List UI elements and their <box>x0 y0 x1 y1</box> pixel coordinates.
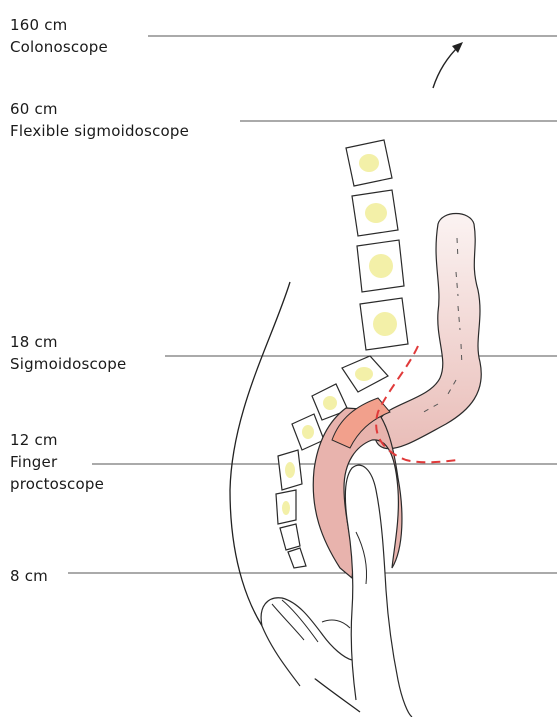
examining-hand <box>261 598 352 686</box>
hand-fold <box>322 620 350 628</box>
coccyx-3 <box>288 548 306 568</box>
examining-finger <box>345 465 412 717</box>
vertebrae-upper <box>346 140 408 350</box>
continuation-arrow <box>433 45 460 88</box>
coccyx-2 <box>280 524 300 550</box>
